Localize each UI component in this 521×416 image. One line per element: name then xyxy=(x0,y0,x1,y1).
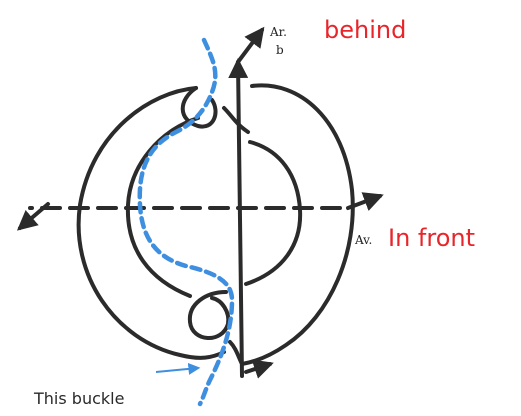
upper-curl xyxy=(224,108,248,132)
label-arrow-right: Av. xyxy=(354,233,372,247)
label-arrow-top-sub: b xyxy=(276,43,284,57)
annotation-behind: behind xyxy=(324,16,406,44)
vertical-axis xyxy=(238,62,242,376)
axis-arrow-left xyxy=(20,204,48,228)
axis-arrow-top xyxy=(238,30,262,62)
knot-strands xyxy=(20,30,380,376)
upper-hook xyxy=(183,88,216,127)
lower-hook xyxy=(190,292,228,338)
annotation-in-front: In front xyxy=(388,224,475,252)
outer-loop-right xyxy=(242,85,353,364)
inner-loop-right xyxy=(246,142,300,284)
annotation-buckle: This buckle xyxy=(33,389,124,408)
axis-arrow-bottom xyxy=(246,364,270,372)
buckle-arrow xyxy=(156,368,198,372)
label-arrow-top: Ar. xyxy=(269,25,287,39)
